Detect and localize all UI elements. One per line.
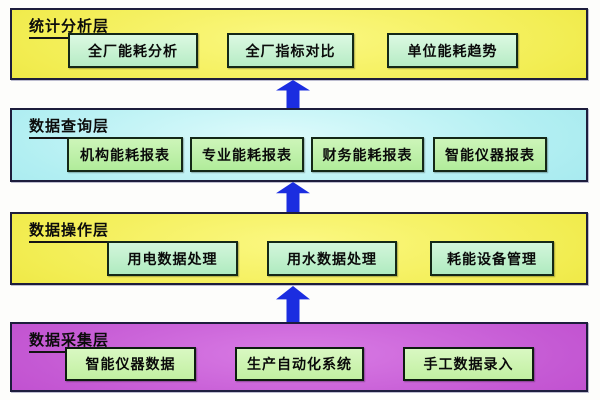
layer-data-collection: 数据采集层 智能仪器数据 生产自动化系统 手工数据录入 xyxy=(10,322,588,392)
diagram-box: 全厂能耗分析 xyxy=(68,33,198,68)
diagram-box: 生产自动化系统 xyxy=(235,347,364,381)
diagram-box: 财务能耗报表 xyxy=(311,137,424,172)
diagram-box: 智能仪器报表 xyxy=(433,137,547,172)
up-arrow-icon xyxy=(274,286,312,323)
diagram-box: 智能仪器数据 xyxy=(65,347,196,381)
diagram-box: 用电数据处理 xyxy=(107,241,238,276)
layer-statistical-analysis: 统计分析层 全厂能耗分析 全厂指标对比 单位能耗趋势 xyxy=(10,8,588,80)
layer-data-query: 数据查询层 机构能耗报表 专业能耗报表 财务能耗报表 智能仪器报表 xyxy=(10,108,588,182)
diagram-box: 单位能耗趋势 xyxy=(387,33,518,68)
up-arrow-icon xyxy=(274,182,312,213)
diagram-box: 机构能耗报表 xyxy=(67,137,183,172)
diagram-box: 专业能耗报表 xyxy=(190,137,304,172)
diagram-box: 用水数据处理 xyxy=(267,241,397,276)
layer-title: 数据操作层 xyxy=(29,219,113,243)
diagram-box: 手工数据录入 xyxy=(403,347,534,381)
layer-data-operation: 数据操作层 用电数据处理 用水数据处理 耗能设备管理 xyxy=(10,212,588,285)
up-arrow-icon xyxy=(274,80,312,109)
diagram-box: 全厂指标对比 xyxy=(227,33,354,68)
diagram-box: 耗能设备管理 xyxy=(430,241,554,276)
layer-title: 数据查询层 xyxy=(29,115,113,139)
